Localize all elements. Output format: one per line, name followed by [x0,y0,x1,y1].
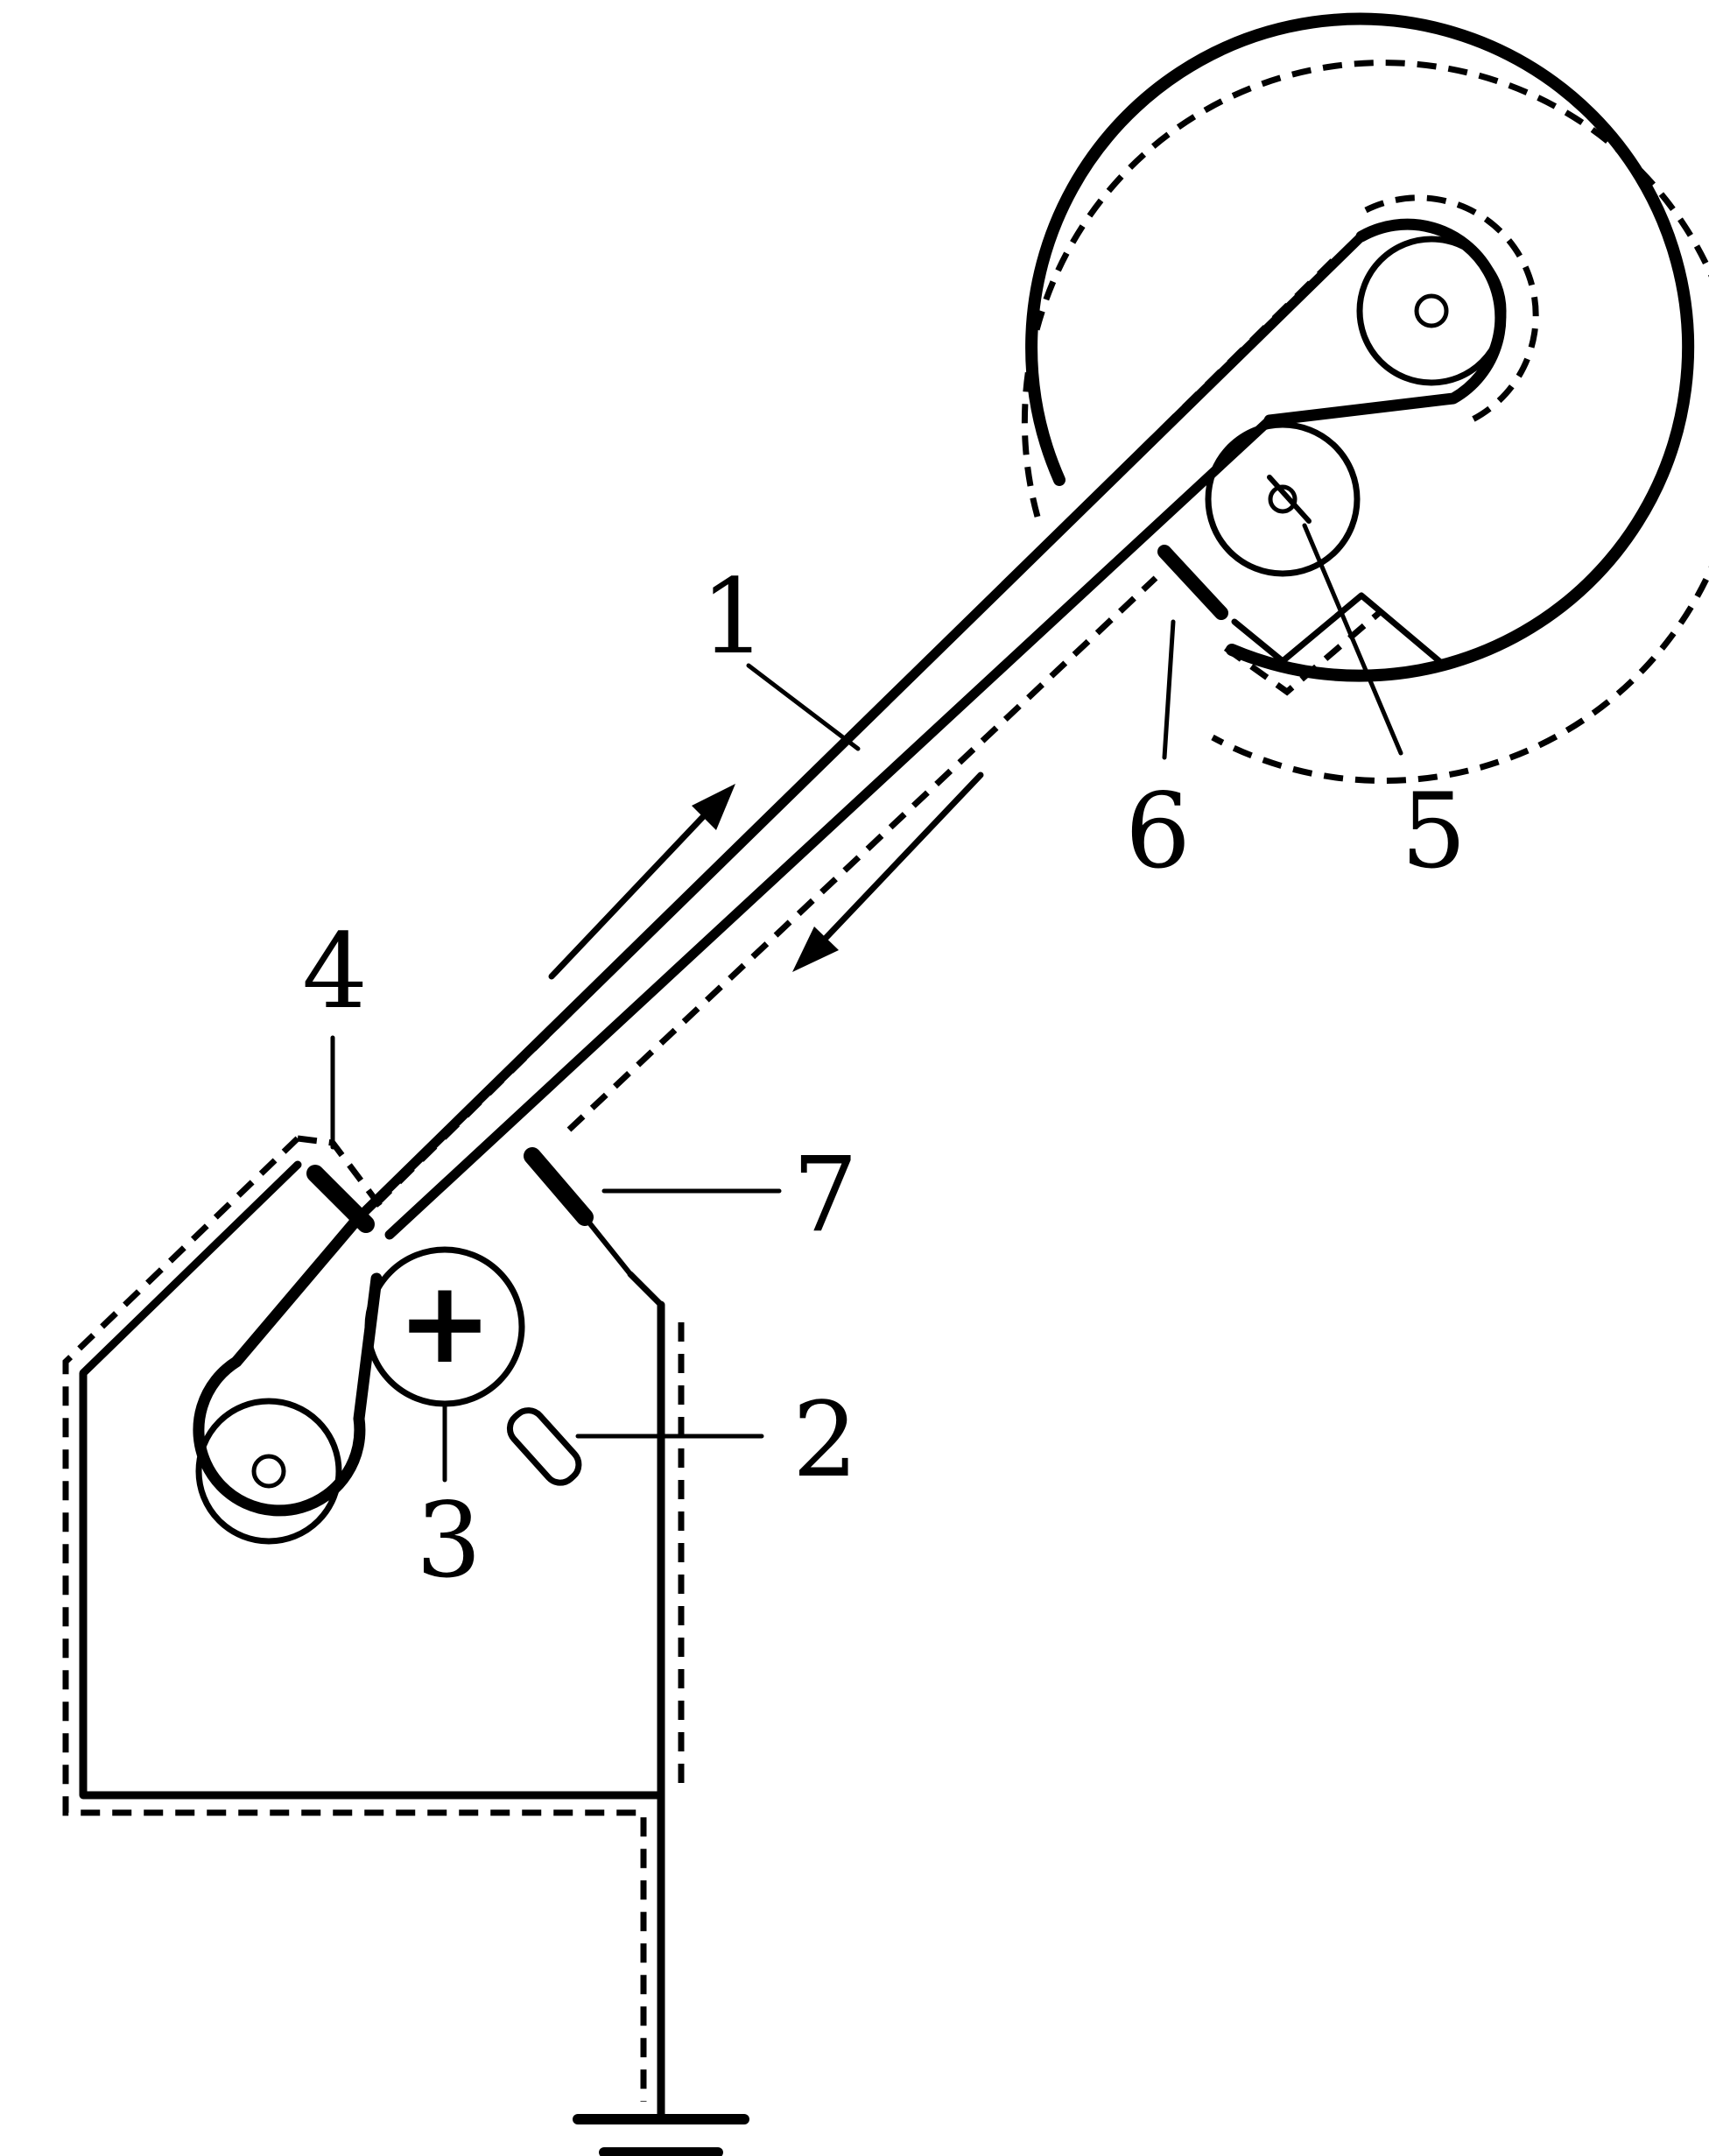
upper-collector-brush [297,1135,388,1233]
drive-roller: + [364,1246,525,1407]
top-idler-roller [1356,236,1507,386]
ground-symbol [573,2114,749,2156]
lower-collector-brush [524,1147,633,1277]
brush-comb [506,1407,582,1486]
bottom-idler-roller [195,1398,342,1545]
number-labels: 1 2 3 4 5 6 7 [302,556,1466,1601]
label-drive-roller: 3 [416,1480,482,1601]
drive-roller-symbol: + [397,1256,493,1389]
discharge-comb [1157,545,1448,696]
leader-lines [330,523,1403,1483]
label-discharge-comb: 6 [1125,771,1191,891]
label-belt: 1 [700,556,766,677]
terminal-dome [1021,12,1709,785]
label-upper-collector: 4 [302,911,368,1032]
label-lower-collector: 7 [792,1134,858,1255]
belt-direction-arrows [548,772,984,980]
label-brush-comb: 2 [792,1379,858,1500]
label-top-roller: 5 [1401,771,1466,891]
top-roller [1205,421,1361,577]
grounded-housing [62,1136,685,2124]
